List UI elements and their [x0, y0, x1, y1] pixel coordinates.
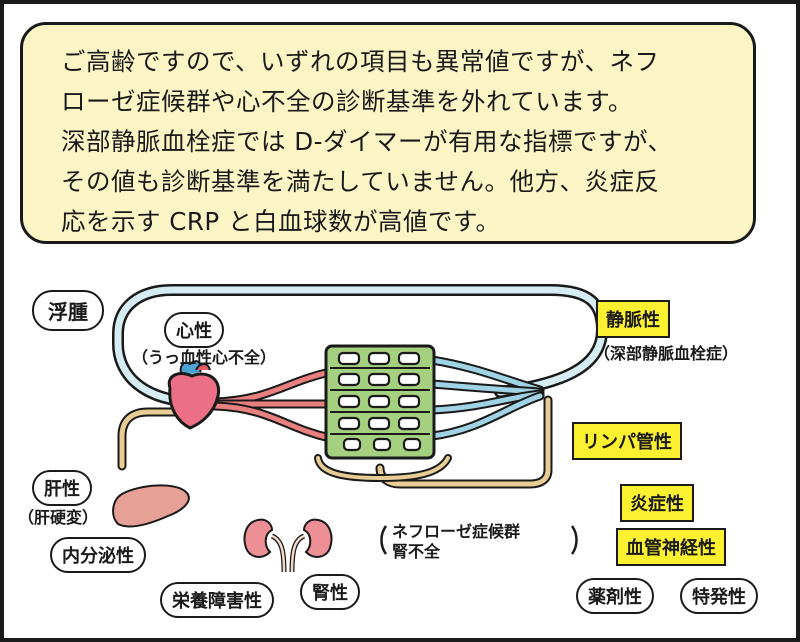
renal-failure-label: 腎不全 [392, 542, 441, 561]
vascular-neuro-label: 血管神経性 [616, 528, 726, 566]
explanation-line: 深部静脈血栓症では D-ダイマーが有用な指標ですが、 [61, 127, 673, 156]
capillary-bed [324, 344, 436, 460]
hepatic-label: 肝性 [32, 470, 92, 506]
explanation-bubble: ご高齢ですので、いずれの項目も異常値ですが、ネフ ローゼ症候群や心不全の診断基準… [20, 22, 756, 244]
idiopathic-label: 特発性 [680, 578, 758, 614]
hepatic-note: （肝硬変） [18, 508, 99, 527]
cardiac-label: 心性 [164, 312, 224, 348]
nephrotic-label: ネフローゼ症候群 [392, 522, 521, 541]
lymphatic-label: リンパ管性 [572, 422, 682, 460]
heart-icon [167, 360, 221, 430]
bracket-right [570, 525, 578, 555]
explanation-line: 応を示す CRP と白血球数が高値です。 [61, 207, 501, 236]
venous-note: （深部静脈血栓症） [594, 344, 739, 363]
bracket-left [380, 525, 388, 555]
explanation-line: ご高齢ですので、いずれの項目も異常値ですが、ネフ [61, 47, 660, 76]
cardiac-note: （うっ血性心不全） [132, 348, 277, 367]
kidney-icon [243, 518, 333, 573]
veins [427, 355, 545, 441]
inflammatory-label: 炎症性 [620, 484, 694, 522]
edema-title: 浮腫 [32, 290, 104, 331]
renal-label: 腎性 [300, 574, 360, 610]
liver-icon [112, 484, 190, 528]
explanation-line: その値も診断基準を満たしていません。他方、炎症反 [61, 167, 660, 196]
nutritional-label: 栄養障害性 [160, 582, 274, 618]
endocrine-label: 内分泌性 [50, 537, 146, 573]
drug-label: 薬剤性 [576, 578, 654, 614]
explanation-line: ローゼ症候群や心不全の診断基準を外れています。 [61, 87, 633, 116]
arteries [210, 367, 335, 443]
venous-label: 静脈性 [596, 300, 670, 338]
